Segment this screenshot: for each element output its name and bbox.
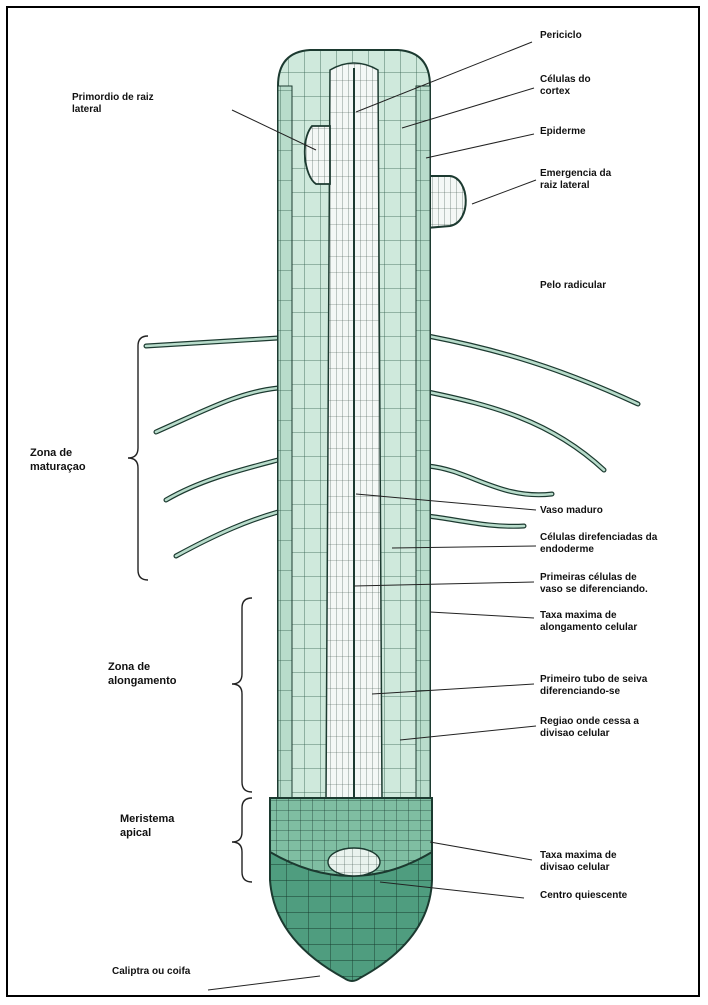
label-elongation-zone: Zona de alongamento: [108, 660, 176, 688]
label-apical-meristem: Meristema apical: [120, 812, 174, 840]
label-cortex-cells: Células do cortex: [540, 74, 591, 98]
label-epiderme: Epiderme: [540, 126, 586, 138]
label-endodermis-cells: Células direfenciadas da endoderme: [540, 532, 657, 556]
label-root-cap: Caliptra ou coifa: [112, 966, 190, 978]
label-first-vessel-cells: Primeiras células de vaso se diferencian…: [540, 572, 648, 596]
root-hairs-left: [146, 338, 278, 556]
epidermis-left: [278, 86, 292, 798]
lateral-root-primordium: [305, 126, 330, 184]
label-max-division-rate: Taxa maxima de divisao celular: [540, 850, 617, 874]
brace-elongation-zone: [232, 598, 252, 792]
quiescent-center: [328, 848, 380, 876]
brace-apical-meristem: [232, 798, 252, 882]
label-first-sieve-tube: Primeiro tubo de seiva diferenciando-se: [540, 674, 647, 698]
label-mature-vessel: Vaso maduro: [540, 505, 603, 517]
label-lateral-root-emergence: Emergencia da raiz lateral: [540, 168, 611, 192]
label-quiescent-center: Centro quiescente: [540, 890, 627, 902]
brace-maturation-zone: [128, 336, 148, 580]
label-root-hair: Pelo radicular: [540, 280, 606, 292]
label-maturation-zone: Zona de maturaçao: [30, 446, 86, 474]
root-hairs-right: [428, 336, 638, 526]
label-periciclo: Periciclo: [540, 30, 582, 42]
label-lateral-root-primordium: Primordio de raiz lateral: [72, 92, 154, 116]
root-hairs-left-fill: [146, 338, 278, 556]
label-max-elongation-rate: Taxa maxima de alongamento celular: [540, 610, 637, 634]
lateral-root-emergence: [426, 176, 466, 228]
label-division-ceases-region: Regiao onde cessa a divisao celular: [540, 716, 639, 740]
